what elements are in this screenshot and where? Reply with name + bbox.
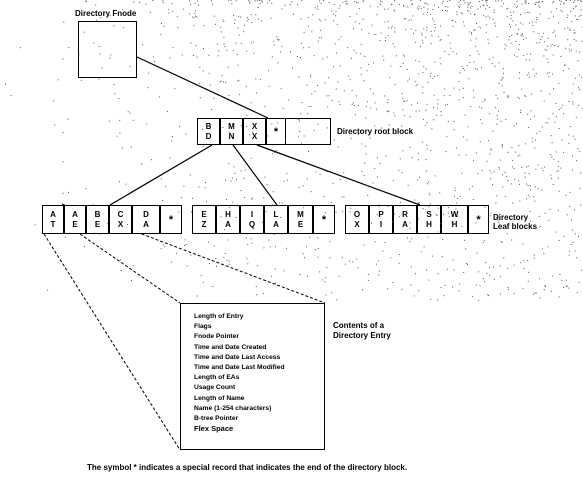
root-to-leaf2-line: [232, 144, 278, 206]
fnode-label: Directory Fnode: [75, 9, 137, 18]
entry-callout-line-left: [43, 233, 181, 451]
entry-field: Length of Entry: [194, 313, 244, 320]
entry-field: Length of Name: [194, 394, 245, 402]
entry-contents-label-line2: Directory Entry: [333, 331, 391, 340]
root-end-marker: *: [266, 118, 286, 145]
directory-entry-box: [180, 303, 325, 450]
entry-field: Flags: [194, 323, 212, 331]
directory-fnode-box: [78, 21, 137, 78]
entry-field: Length of EAs: [194, 374, 240, 382]
entry-field: Fnode Pointer: [194, 333, 239, 341]
entry-field: Name (1-254 characters): [194, 404, 272, 412]
entry-field: Usage Count: [194, 384, 236, 392]
entry-field: B-tree Pointer: [194, 415, 239, 423]
leaf-end-marker: *: [160, 205, 182, 234]
fnode-to-root-line: [136, 56, 269, 119]
entry-field-list: Length of Entry Flags Fnode Pointer Time…: [194, 312, 285, 434]
entry-field: Time and Date Last Access: [194, 353, 281, 361]
root-block-label: Directory root block: [337, 127, 414, 136]
entry-field: Time and Date Created: [194, 343, 267, 351]
caption: The symbol * indicates a special record …: [87, 463, 408, 472]
entry-contents-label-line1: Contents of a: [333, 321, 385, 330]
leaf-end-marker: *: [468, 205, 489, 234]
entry-field: Time and Date Last Modified: [194, 364, 285, 372]
leaf-blocks-label-line2: Leaf blocks: [493, 222, 538, 231]
entry-field: Flex Space: [194, 424, 234, 434]
root-to-leaf1-line: [109, 144, 213, 206]
entry-callout-line-mid: [79, 233, 181, 304]
root-to-leaf3-line: [256, 144, 421, 206]
leaf-blocks-label-line1: Directory: [493, 213, 529, 222]
leaf-end-marker: *: [313, 205, 335, 234]
